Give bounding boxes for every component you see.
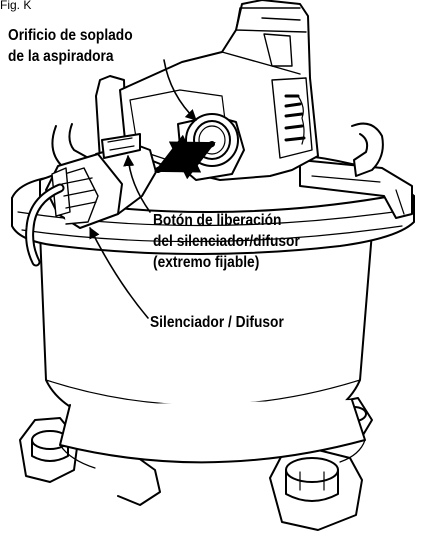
leader-blower-port [163, 59, 197, 121]
hose [25, 183, 65, 267]
leader-release-button [123, 154, 151, 213]
hose-hook-right [351, 122, 384, 177]
caster-wheel-front [269, 449, 363, 531]
leader-diffuser [89, 226, 149, 319]
callout-release-button-line-1: Botón de liberación [153, 212, 282, 229]
callout-release-button-line-2: del silenciador/difusor [153, 233, 300, 250]
figure-label: Fig. K [0, 0, 32, 12]
caster-wheel-back [117, 451, 161, 506]
diffuser [45, 133, 157, 229]
callout-release-button-line-3: (extremo fijable) [153, 254, 260, 271]
double-arrow-connection [154, 134, 216, 180]
callout-diffuser-line-1: Silenciador / Difusor [150, 314, 284, 331]
callout-blower-port-line-1: Orificio de soplado [8, 27, 133, 44]
callout-blower-port-line-2: de la aspiradora [8, 48, 114, 65]
